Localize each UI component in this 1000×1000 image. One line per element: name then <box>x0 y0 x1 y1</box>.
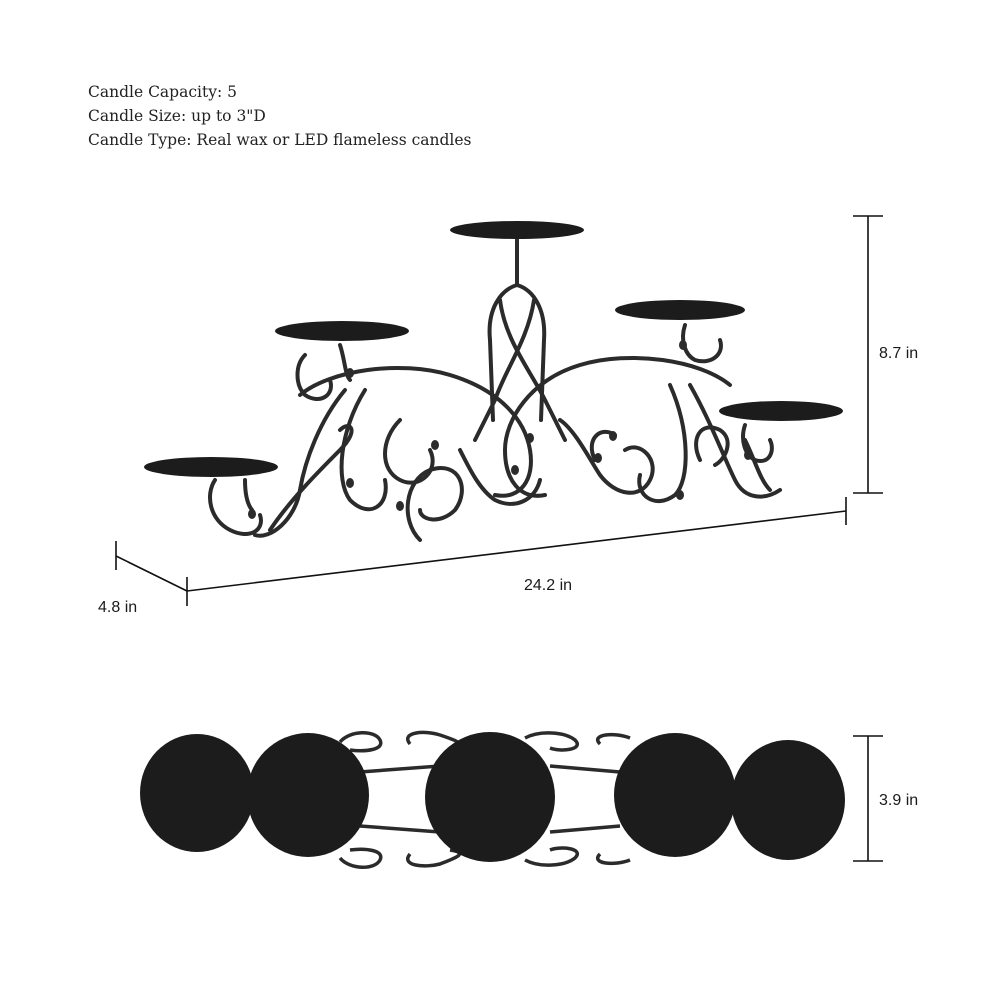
dimension-lines <box>115 215 883 862</box>
width-label: 24.2 in <box>524 577 573 594</box>
candelabra-front-view <box>208 238 782 542</box>
plate-center <box>450 221 584 239</box>
top-plate-1 <box>140 734 254 852</box>
top-view-depth-label: 3.9 in <box>879 792 919 809</box>
plate-right-upper <box>615 300 745 320</box>
depth-label: 4.8 in <box>98 599 138 616</box>
spec-candle-capacity: Candle Capacity: 5 <box>88 83 237 101</box>
top-plate-2 <box>247 733 369 857</box>
product-specs: Candle Capacity: 5 Candle Size: up to 3"… <box>88 80 472 152</box>
plate-left-upper <box>275 321 409 341</box>
top-plate-3 <box>425 732 555 862</box>
top-plate-4 <box>614 733 736 857</box>
spec-candle-size: Candle Size: up to 3"D <box>88 107 266 125</box>
candle-plates-front <box>144 221 843 477</box>
height-label: 8.7 in <box>879 345 919 362</box>
candelabra-top-view <box>140 730 845 869</box>
plate-right-lower <box>719 401 843 421</box>
top-plate-5 <box>731 740 845 860</box>
spec-candle-type: Candle Type: Real wax or LED flameless c… <box>88 131 472 149</box>
plate-left-lower <box>144 457 278 477</box>
decorative-drops <box>248 340 752 519</box>
